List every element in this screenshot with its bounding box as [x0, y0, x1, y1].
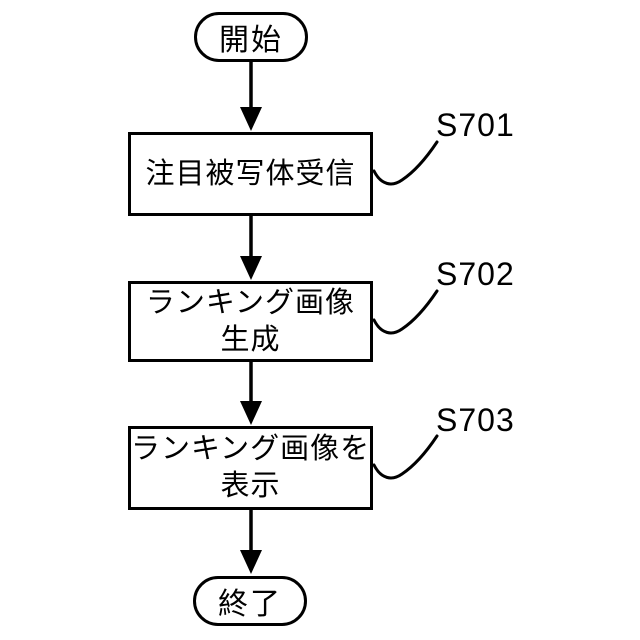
leader-line-s701 [372, 140, 439, 186]
arrow-start-to-step1 [240, 62, 262, 131]
node-step3-process: ランキング画像を 表示 [128, 426, 373, 510]
arrow-step3-to-end [240, 509, 262, 574]
arrow-step1-to-step2 [240, 215, 262, 280]
leader-line-s703 [372, 434, 439, 480]
step2-text-line1: ランキング画像 [145, 286, 356, 319]
arrow-step2-to-step3 [240, 361, 262, 425]
step3-text-line2: 表示 [220, 470, 281, 502]
step3-text-line1: ランキング画像を [130, 433, 371, 465]
node-step1-process: 注目被写体受信 [128, 132, 373, 216]
step2-text-line2: 生成 [220, 323, 281, 356]
step-label-s701: S701 [436, 107, 515, 143]
end-label: 終了 [218, 588, 282, 621]
node-end-terminal: 終了 [193, 576, 307, 626]
step-label-s702: S702 [436, 256, 515, 292]
start-label: 開始 [219, 24, 283, 57]
step1-text-line1: 注目被写体受信 [145, 157, 356, 190]
step-label-s703: S703 [436, 402, 515, 438]
node-step2-process: ランキング画像 生成 [128, 281, 373, 362]
leader-line-s702 [372, 289, 439, 335]
node-start-terminal: 開始 [194, 12, 308, 62]
